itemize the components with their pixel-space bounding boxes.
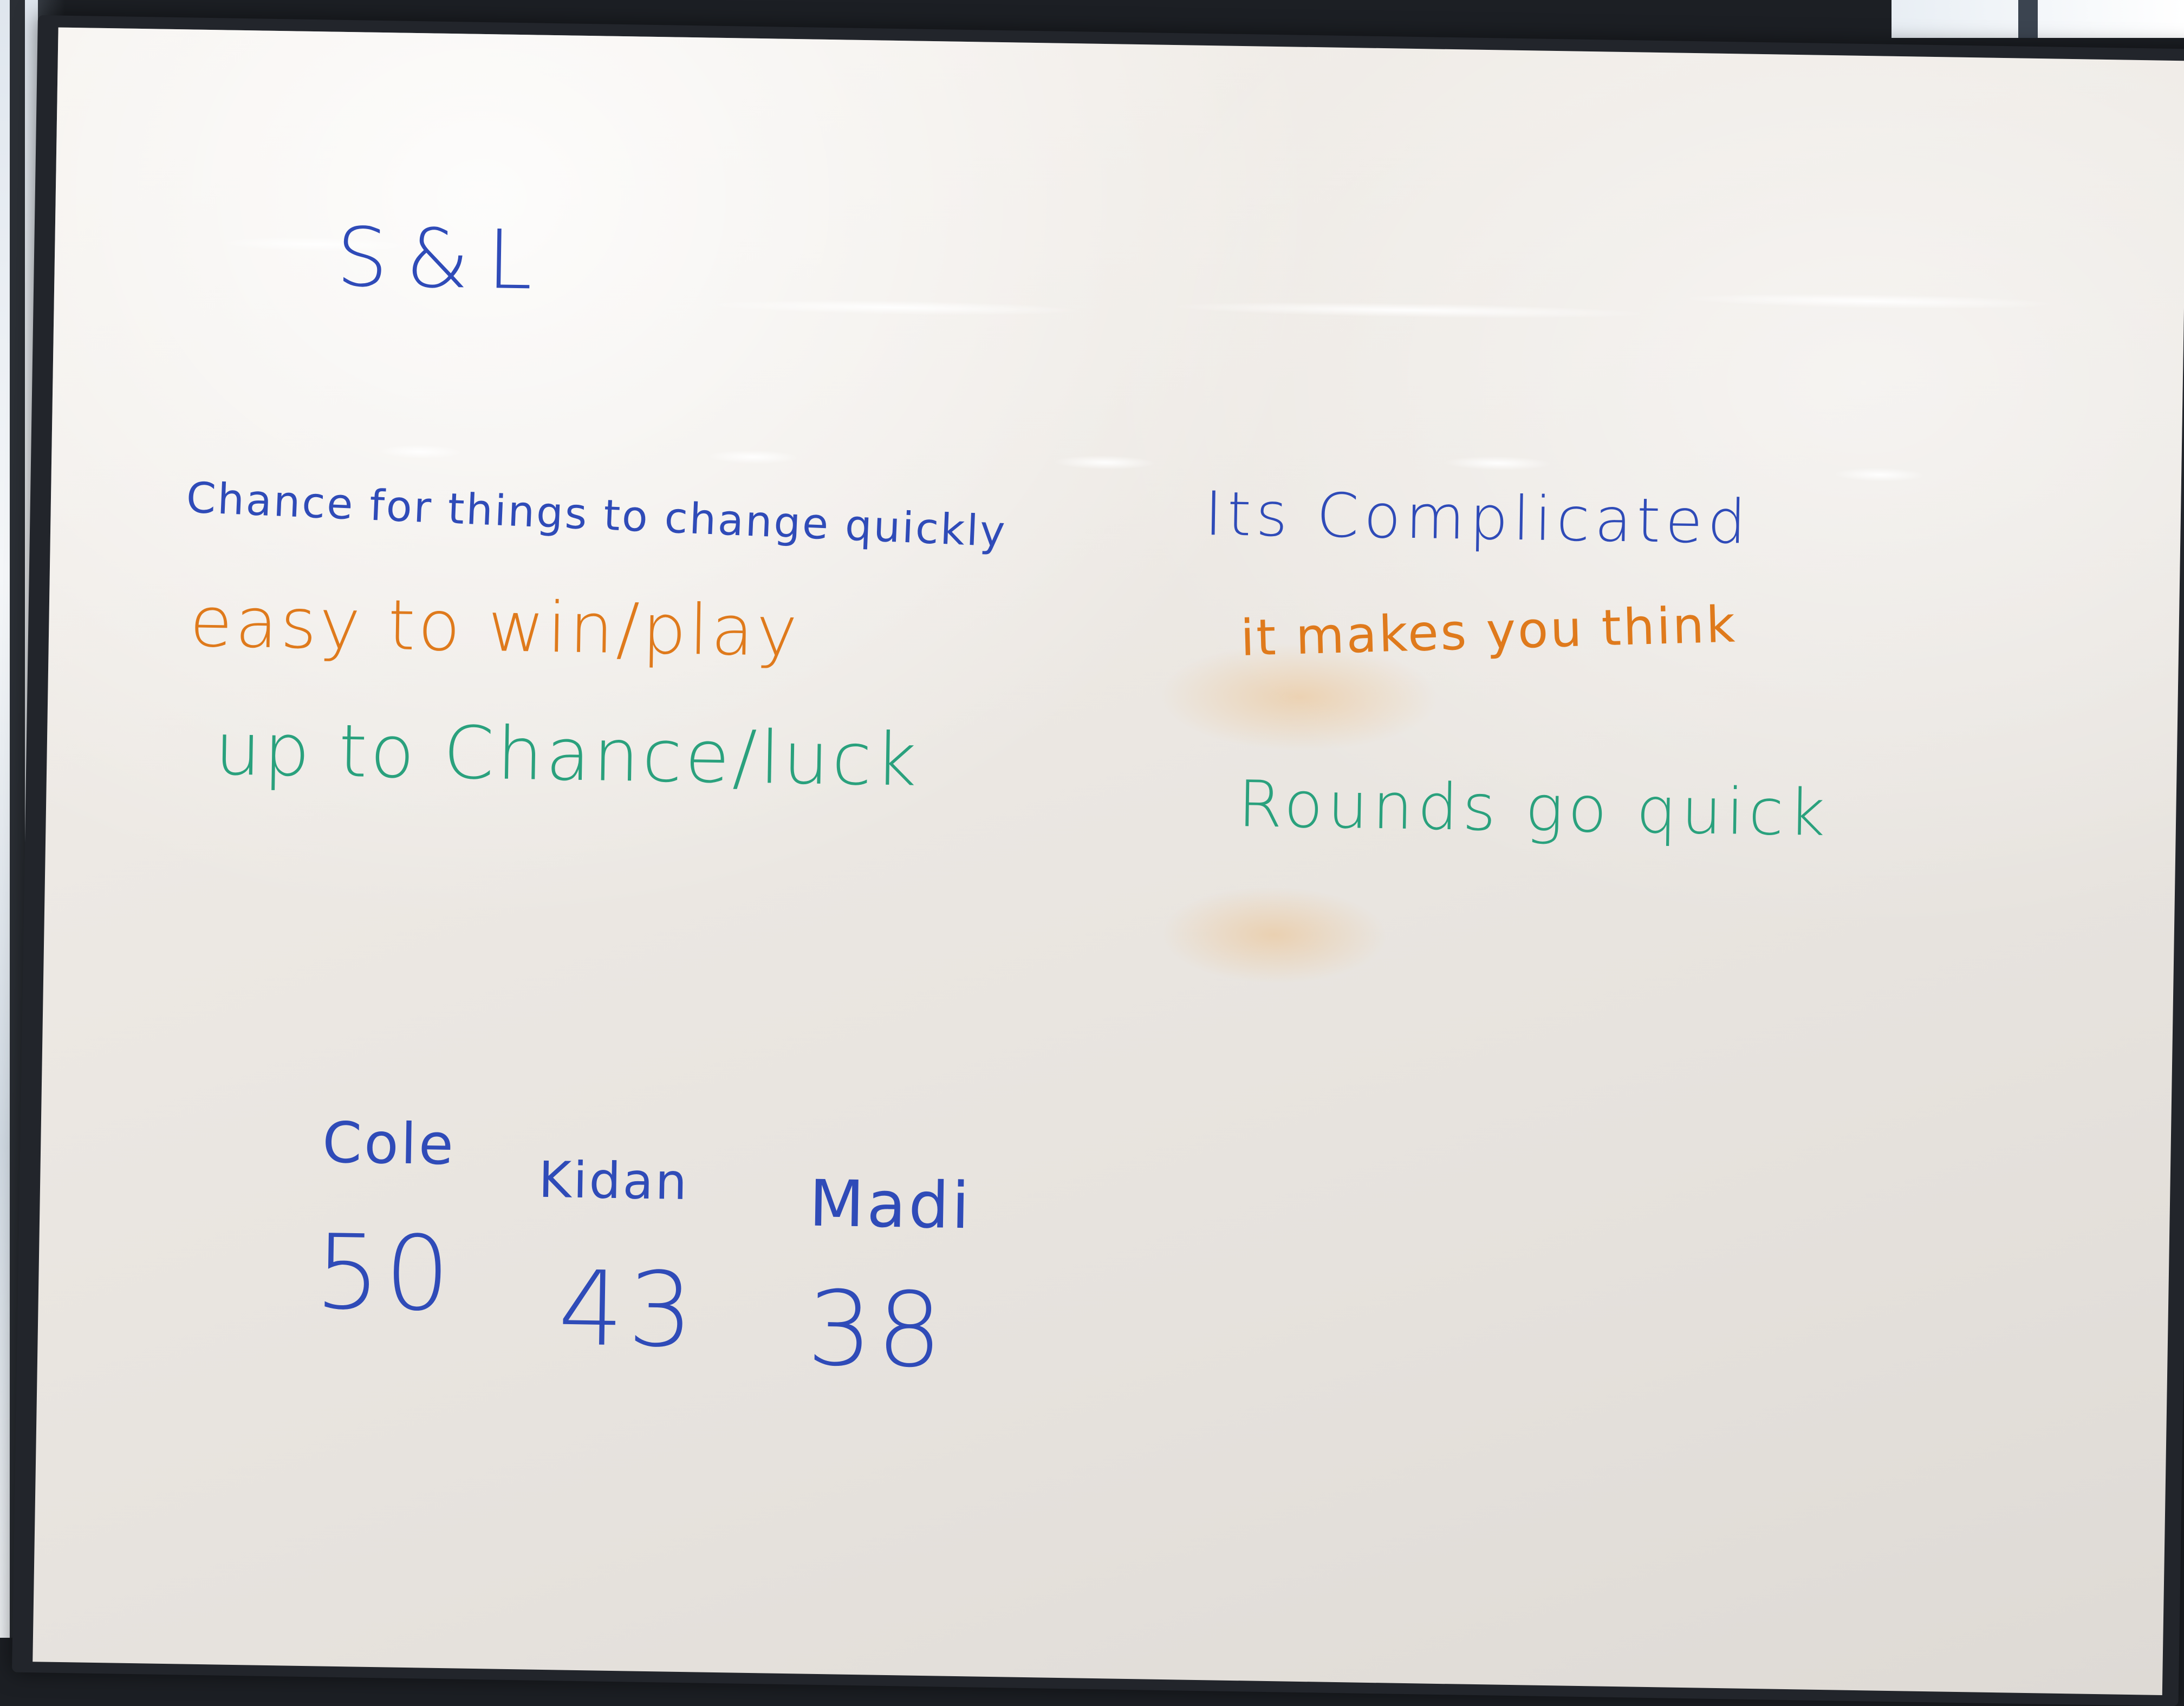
light-reflection: [1444, 455, 1552, 472]
left-line-2: easy to win/play: [189, 582, 801, 673]
player-score-cole: 50: [314, 1212, 456, 1334]
top-right-window: [1891, 0, 2184, 38]
window-mullion: [2018, 0, 2038, 38]
light-reflection: [1054, 454, 1157, 471]
eraser-smudge: [1159, 884, 1388, 986]
light-reflection: [1833, 467, 1926, 483]
player-score-madi: 38: [806, 1268, 947, 1391]
right-line-2: it makes you think: [1239, 595, 1738, 667]
light-reflection: [376, 444, 464, 460]
right-line-3: Rounds go quick: [1237, 766, 1830, 851]
light-reflection: [704, 297, 1083, 318]
light-reflection: [1679, 291, 2059, 311]
light-reflection: [707, 449, 800, 465]
player-name-kidan: Kidan: [538, 1150, 690, 1212]
whiteboard-frame: S&L Chance for things to change quickly …: [11, 15, 2184, 1706]
player-name-madi: Madi: [808, 1165, 973, 1243]
player-score-kidan: 43: [557, 1248, 699, 1371]
player-name-cole: Cole: [322, 1109, 457, 1178]
left-line-1: Chance for things to change quickly: [185, 473, 1008, 557]
light-reflection: [1164, 299, 1652, 321]
right-line-1: Its Complicated: [1204, 478, 1752, 558]
whiteboard-surface: S&L Chance for things to change quickly …: [32, 27, 2184, 1695]
board-title: S&L: [335, 210, 551, 308]
left-line-3: up to Chance/luck: [214, 707, 920, 803]
